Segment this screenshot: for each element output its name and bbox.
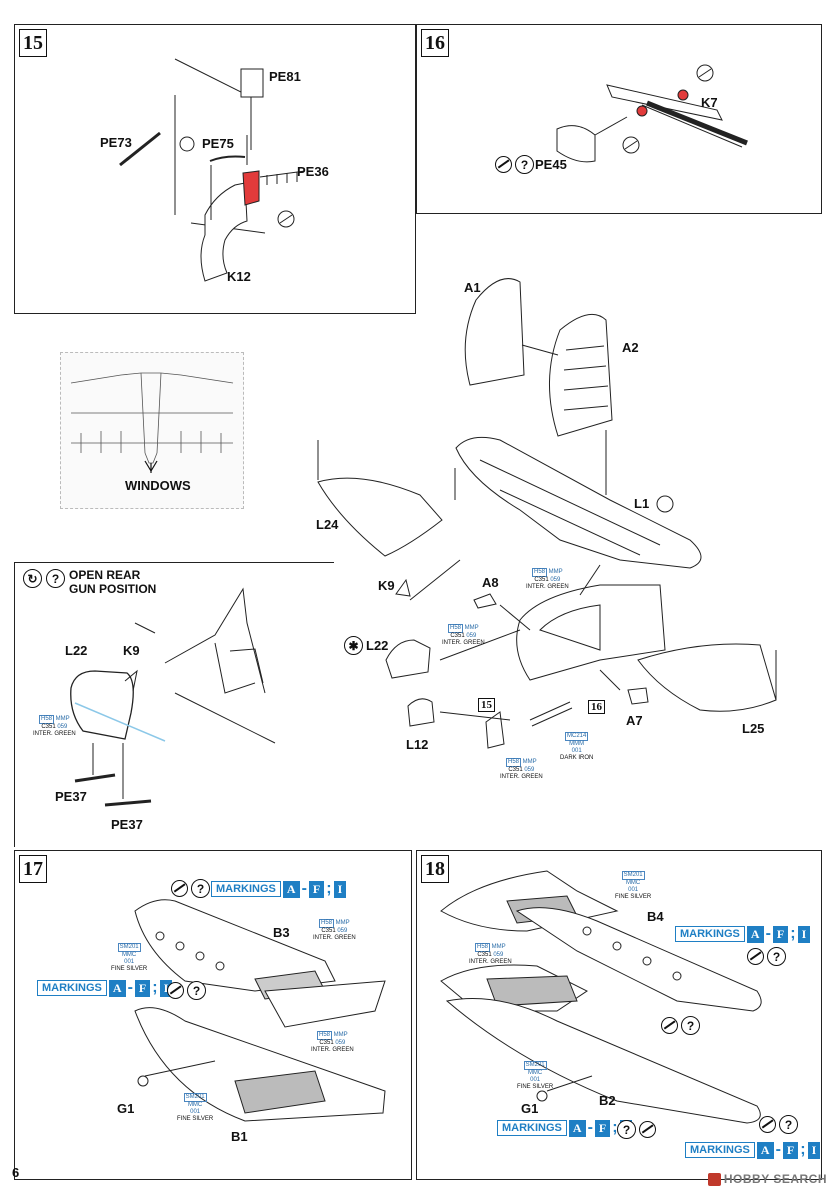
paint-inter-green-18: H58 MMP C351 059 INTER. GREEN <box>469 943 512 965</box>
part-l1: L1 <box>634 496 650 511</box>
optional-icon: ? <box>515 155 534 174</box>
windows-drawing <box>70 372 234 473</box>
paint-fine-silver-18b: SM201 MMC 001 FINE SILVER <box>517 1061 554 1090</box>
part-b3: B3 <box>273 925 290 940</box>
part-pe37-a: PE37 <box>55 789 87 804</box>
step-17-top-symbols: ? <box>171 879 210 898</box>
step-18-markings-bottom-left: MARKINGS A - F ; I <box>497 1119 633 1137</box>
step-18-markings-right: MARKINGS A - F ; I <box>675 925 811 943</box>
paint-inter-green-rear: H58 MMP C351 059 INTER. GREEN <box>33 715 76 737</box>
step-number: 16 <box>421 29 449 57</box>
optional-icon: ? <box>46 569 65 588</box>
part-l25: L25 <box>742 721 765 736</box>
no-glue-icon <box>639 1121 656 1138</box>
step-18-markings-bottom-right: MARKINGS A - F ; I <box>685 1141 821 1159</box>
paint-dark-iron: MC214 MMM 001 DARK IRON <box>560 732 594 761</box>
watermark-text: HOBBY SEARCH <box>723 1172 827 1186</box>
part-pe37-b: PE37 <box>111 817 143 832</box>
paint-inter-green-17a: H58 MMP C351 059 INTER. GREEN <box>313 919 356 941</box>
step-18-bottom-symbols: ? <box>617 1120 656 1139</box>
watermark: HOBBY SEARCH <box>707 1172 827 1186</box>
step-15-drawing <box>119 58 306 282</box>
step-17-markings-top: MARKINGS A - F ; I <box>211 880 347 898</box>
optional-icon: ? <box>191 879 210 898</box>
paint-fine-silver-17b: SM201 MMC 001 FINE SILVER <box>177 1093 214 1122</box>
optional-icon: ? <box>681 1016 700 1035</box>
step-17-drawing <box>134 899 386 1122</box>
step-number: 17 <box>19 855 47 883</box>
part-g1: G1 <box>521 1101 539 1116</box>
rear-gun-symbols: ↻ ? <box>23 569 65 588</box>
page-number: 6 <box>12 1165 20 1180</box>
part-l12: L12 <box>406 737 429 752</box>
part-a8: A8 <box>482 575 499 590</box>
part-l22: L22 <box>65 643 88 658</box>
paint-inter-green-17b: H58 MMP C351 059 INTER. GREEN <box>311 1031 354 1053</box>
step-number: 15 <box>19 29 47 57</box>
paint-inter-green-a: H58 MMP C351 059 INTER. GREEN <box>526 568 569 590</box>
part-pe81: PE81 <box>269 69 301 84</box>
step-18-right-symbols-2: ? <box>759 1115 798 1134</box>
step-16-panel: 16 K7 ? PE45 <box>416 24 822 214</box>
paint-fine-silver-17a: SM201 MMC 001 FINE SILVER <box>111 943 148 972</box>
no-glue-icon <box>171 880 188 897</box>
windows-label: WINDOWS <box>125 478 191 493</box>
optional-icon: ? <box>767 947 786 966</box>
part-b1: B1 <box>231 1129 248 1144</box>
part-l24: L24 <box>316 517 339 532</box>
star-icon: ✱ <box>344 636 363 655</box>
optional-icon: ? <box>779 1115 798 1134</box>
rotate-icon: ↻ <box>23 569 42 588</box>
no-glue-icon <box>661 1017 678 1034</box>
paint-inter-green-c: H58 MMP C351 059 INTER. GREEN <box>500 758 543 780</box>
part-k7: K7 <box>701 95 718 110</box>
part-pe73: PE73 <box>100 135 132 150</box>
step-17-markings-left: MARKINGS A - F ; I <box>37 979 173 997</box>
step-18-drawing <box>440 870 762 1124</box>
step-18-panel: 18 B4 SM201 MMC 001 FINE SILVER MARKINGS… <box>416 850 822 1180</box>
optional-icon: ? <box>617 1120 636 1139</box>
step-17-panel: 17 ? MARKINGS A - F ; I B3 SM201 MMC 001… <box>14 850 412 1180</box>
part-a1: A1 <box>464 280 481 295</box>
pe45-symbols: ? <box>495 155 534 174</box>
part-pe75: PE75 <box>202 136 234 151</box>
part-a2: A2 <box>622 340 639 355</box>
part-pe45: PE45 <box>535 157 567 172</box>
rear-gun-title-line2: GUN POSITION <box>69 582 157 596</box>
part-g1: G1 <box>117 1101 135 1116</box>
part-l22-main: L22 <box>366 638 389 653</box>
paint-fine-silver-18a: SM201 MMC 001 FINE SILVER <box>615 871 652 900</box>
rear-gun-title: OPEN REAR GUN POSITION <box>69 568 156 596</box>
part-pe36: PE36 <box>297 164 329 179</box>
paint-inter-green-b: H58 MMP C351 059 INTER. GREEN <box>442 624 485 646</box>
windows-inset: WINDOWS <box>60 352 244 509</box>
no-glue-icon <box>167 982 184 999</box>
step-17-mid-symbols: ? <box>167 981 206 1000</box>
l22-main-symbol: ✱ <box>344 636 363 655</box>
ref-step-15: 15 <box>478 698 495 712</box>
main-assembly-drawing <box>317 278 777 749</box>
optional-icon: ? <box>187 981 206 1000</box>
part-b4: B4 <box>647 909 664 924</box>
brand-logo-icon <box>707 1172 721 1186</box>
ref-step-16: 16 <box>588 700 605 714</box>
rear-gun-panel: ↻ ? OPEN REAR GUN POSITION L22 K9 H58 MM… <box>14 562 334 847</box>
step-15-panel: 15 PE81 PE73 PE75 PE36 K12 <box>14 24 416 314</box>
no-glue-icon <box>759 1116 776 1133</box>
part-k9-main: K9 <box>378 578 395 593</box>
step-16-drawing <box>556 64 748 163</box>
rear-gun-drawing <box>70 587 276 807</box>
step-18-mid-symbols: ? <box>661 1016 700 1035</box>
step-18-right-symbols: ? <box>747 947 786 966</box>
part-k12: K12 <box>227 269 251 284</box>
part-k9: K9 <box>123 643 140 658</box>
no-glue-icon <box>747 948 764 965</box>
part-b2: B2 <box>599 1093 616 1108</box>
part-a7: A7 <box>626 713 643 728</box>
no-glue-icon <box>495 156 512 173</box>
step-number: 18 <box>421 855 449 883</box>
rear-gun-title-line1: OPEN REAR <box>69 568 141 582</box>
